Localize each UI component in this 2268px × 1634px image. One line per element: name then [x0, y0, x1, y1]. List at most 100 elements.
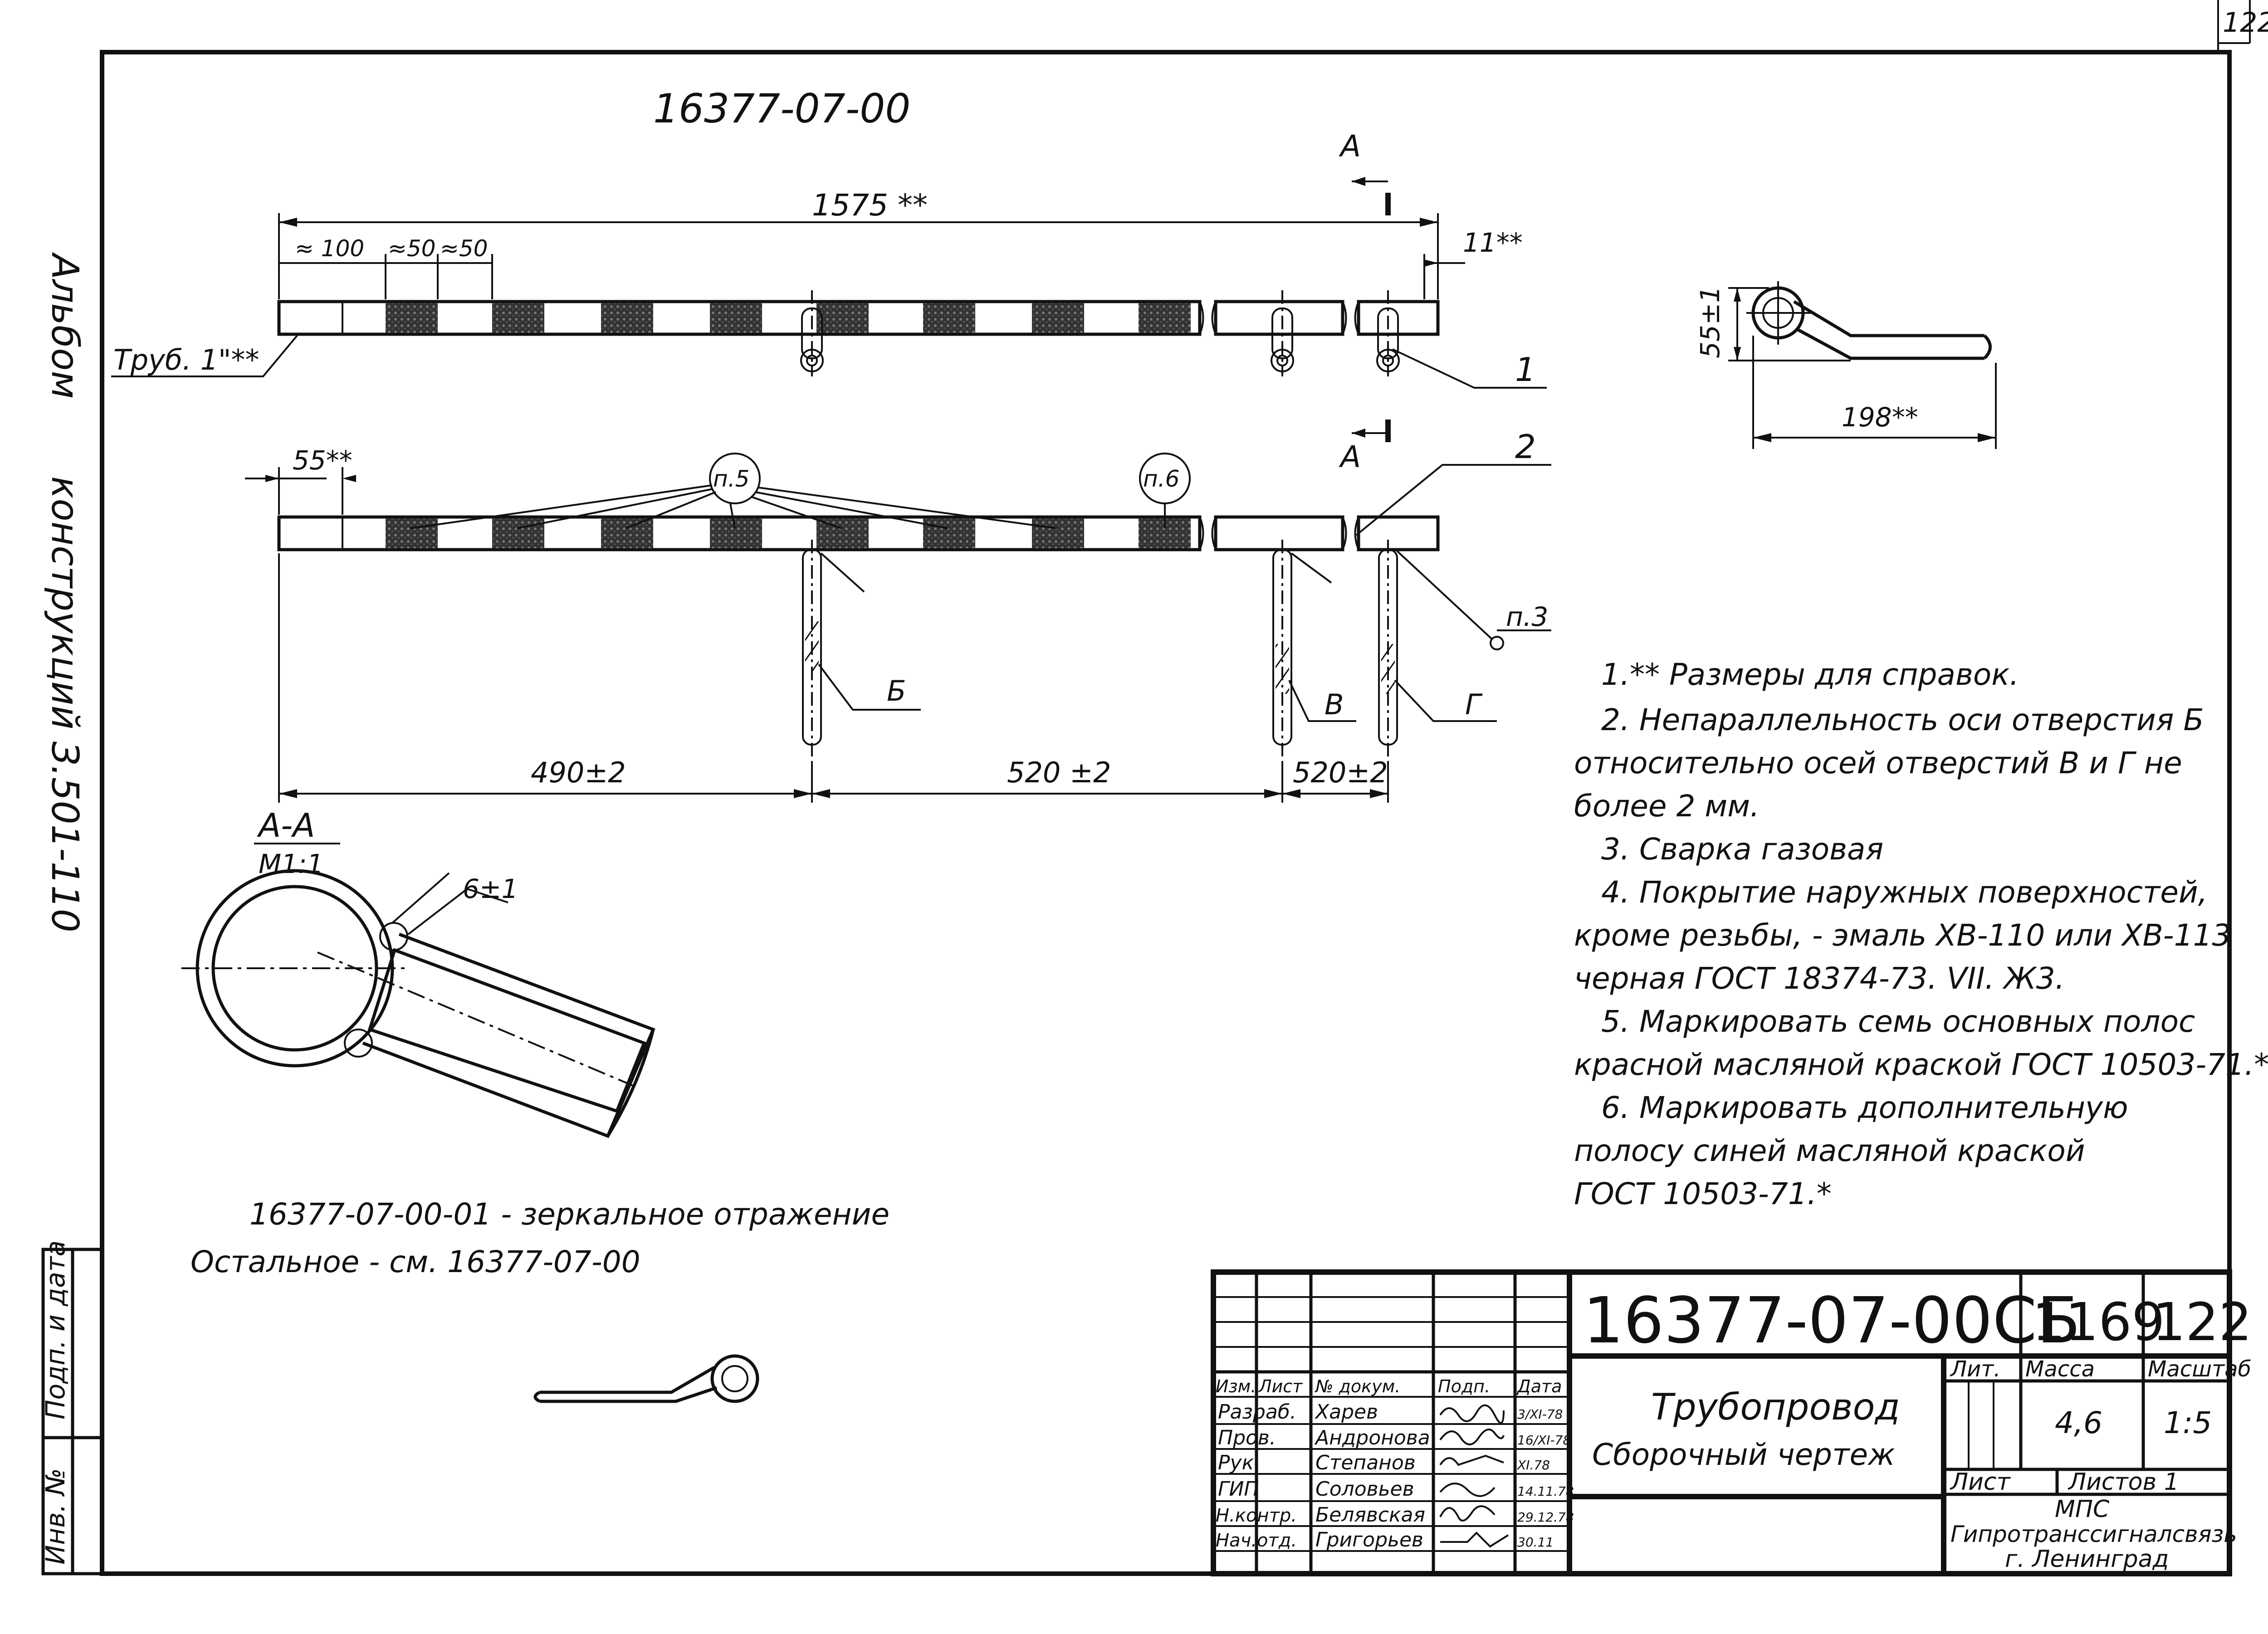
mirror-note: 16377-07-00-01 - зеркальное отражение [249, 1197, 890, 1232]
doc-code: 16377-07-00СБ [1583, 1284, 2080, 1358]
sign-role: Н.контр. [1216, 1505, 1297, 1526]
dim-approx-50-a: ≈50 [388, 235, 436, 262]
code-box-1: 1169 [2032, 1292, 2165, 1353]
sign-role: Пров. [1218, 1426, 1276, 1449]
top-drawing-code: 16377-07-00 [653, 85, 910, 132]
band [601, 518, 653, 548]
sign-role: Разраб. [1218, 1400, 1296, 1424]
product-name: Трубопровод [1651, 1386, 1900, 1428]
org-line-3: г. Ленинград [2005, 1546, 2169, 1573]
col-header: Лист [1258, 1376, 1303, 1396]
hole-g-label: Г [1465, 688, 1483, 721]
band [710, 303, 762, 333]
drawing-type: Сборочный чертеж [1592, 1437, 1895, 1472]
section-a-a [181, 869, 655, 1138]
band [710, 518, 762, 548]
note-line: 1.** Размеры для справок. [1601, 657, 2019, 692]
item-2-label: 2 [1515, 428, 1536, 466]
dim-520-a: 520 ±2 [1007, 756, 1111, 789]
col-header: Подп. [1438, 1376, 1490, 1396]
note-line: 2. Непараллельность оси отверстия Б [1601, 702, 2204, 737]
front-view [277, 515, 1440, 762]
scale-label: Масштаб [2148, 1356, 2251, 1382]
dim-length-198: 198** [1842, 402, 1918, 433]
mass-value: 4,6 [2055, 1405, 2102, 1440]
dim-approx-50-b: ≈50 [440, 235, 488, 262]
dim-left-55: 55** [293, 445, 352, 476]
dim-520-b: 520±2 [1293, 756, 1388, 789]
band [601, 303, 653, 333]
dim-weld-6: 6±1 [463, 873, 518, 904]
org-line-2: Гипротранссигналсвязь [1950, 1521, 2237, 1547]
notes-block: 1.** Размеры для справок. 2. Непараллель… [1574, 657, 2268, 1211]
dim-end-offset: 11** [1463, 227, 1523, 258]
sign-name: Харев [1315, 1400, 1378, 1424]
col-header: Изм. [1216, 1376, 1256, 1396]
sign-date: 29.12.78 [1517, 1510, 1574, 1525]
note-line: 4. Покрытие наружных поверхностей, [1601, 875, 2208, 910]
note-line: красной масляной краской ГОСТ 10503-71.* [1574, 1047, 2268, 1082]
sign-role: Нач.отд. [1216, 1530, 1297, 1551]
section-marks [1352, 177, 1391, 442]
left-strip: Инв. № Подп. и дата [40, 1240, 104, 1575]
front-dimensions [245, 467, 1389, 803]
title-block [1211, 1269, 2232, 1576]
org-line-1: МПС [2055, 1496, 2110, 1523]
dim-490: 490±2 [531, 756, 626, 789]
lit-label: Лит. [1950, 1356, 2001, 1382]
sheets-label: Листов 1 [2068, 1468, 2179, 1496]
sign-date: 14.11.78 [1517, 1484, 1574, 1499]
top-view [277, 290, 1440, 376]
sign-name: Григорьев [1315, 1528, 1423, 1551]
sign-date-label: Подп. и дата [40, 1240, 71, 1419]
hole-v-label: В [1325, 688, 1344, 721]
section-letter-top: А [1339, 129, 1361, 164]
code-box-2: 122 [2152, 1292, 2252, 1353]
col-header: № докум. [1315, 1376, 1400, 1396]
pipe-label: Труб. 1"** [113, 343, 259, 376]
sign-date: 3/XI-78 [1517, 1407, 1563, 1422]
p5-label: п.5 [713, 466, 749, 492]
note-line: черная ГОСТ 18374-73. VII. Ж3. [1574, 961, 2065, 996]
side-margin: Альбом конструкций З.501-110 [43, 252, 86, 932]
band [492, 518, 544, 548]
band [1139, 303, 1191, 333]
dim-approx-100: ≈ 100 [295, 235, 364, 262]
mirror-part [533, 1354, 759, 1403]
note-line: кроме резьбы, - эмаль ХВ-110 или ХВ-113 [1574, 918, 2231, 953]
band [1032, 303, 1084, 333]
sign-role: ГИП [1218, 1478, 1259, 1501]
p6-label: п.6 [1143, 466, 1179, 492]
dim-overall-length: 1575 ** [812, 188, 928, 223]
note-line: 3. Сварка газовая [1601, 832, 1883, 867]
band [923, 303, 975, 333]
p5-callout [410, 453, 1057, 529]
band [923, 518, 975, 548]
page-corner-number: 122 [2223, 7, 2268, 39]
note-line: ГОСТ 10503-71.* [1574, 1176, 1832, 1211]
sign-date: XI.78 [1516, 1458, 1550, 1473]
band [816, 303, 869, 333]
item-1-label: 1 [1515, 351, 1536, 389]
note-line: 6. Маркировать дополнительную [1601, 1090, 2128, 1125]
sign-date: 16/XI-78 [1517, 1433, 1571, 1448]
rest-note: Остальное - см. 16377-07-00 [191, 1244, 640, 1279]
note-line: 5. Маркировать семь основных полос [1601, 1004, 2195, 1039]
band [492, 303, 544, 333]
note-line: относительно осей отверстий В и Г не [1574, 746, 2182, 780]
sign-name: Соловьев [1315, 1478, 1414, 1501]
note-line: полосу синей масляной краской [1574, 1133, 2085, 1168]
band [386, 303, 438, 333]
p6-callout [1139, 453, 1191, 528]
constructions-text: конструкций З.501-110 [43, 476, 86, 932]
signatures [1439, 1404, 1509, 1548]
sign-name: Белявская [1315, 1503, 1425, 1527]
sign-date: 30.11 [1517, 1535, 1554, 1550]
section-letter-bottom: А [1339, 439, 1361, 474]
col-header: Дата [1516, 1376, 1562, 1396]
sign-name: Андронова [1314, 1426, 1430, 1449]
p3-label: п.3 [1506, 601, 1548, 632]
band [1032, 518, 1084, 548]
sign-name: Степанов [1315, 1451, 1416, 1474]
scale-value: 1:5 [2164, 1405, 2212, 1440]
